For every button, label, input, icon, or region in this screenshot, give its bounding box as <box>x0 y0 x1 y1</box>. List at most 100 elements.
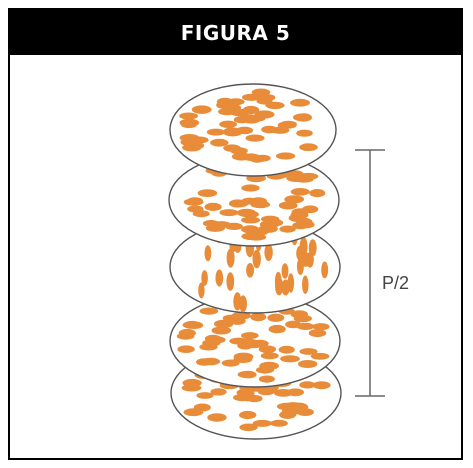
molecule <box>281 280 290 296</box>
molecule <box>297 323 315 330</box>
molecule <box>265 102 284 109</box>
molecule <box>180 119 200 127</box>
molecule <box>309 329 327 337</box>
molecule <box>243 106 260 114</box>
cholesteric-layer-diagram: P/2 <box>10 55 461 458</box>
molecule <box>233 356 252 363</box>
molecular-layers <box>169 84 341 439</box>
molecule <box>190 137 209 144</box>
molecule <box>223 315 240 322</box>
molecule <box>302 276 309 294</box>
molecule <box>184 408 204 416</box>
molecule <box>293 114 311 122</box>
molecule <box>200 308 219 315</box>
molecule <box>311 353 330 360</box>
molecule <box>202 358 221 365</box>
molecule <box>220 209 239 216</box>
molecule <box>259 376 275 383</box>
molecule <box>226 272 234 291</box>
molecule <box>198 189 218 197</box>
molecule <box>313 323 330 330</box>
molecule <box>256 366 274 373</box>
pitch-bracket <box>355 150 385 396</box>
molecule <box>299 381 315 388</box>
molecule <box>177 345 194 353</box>
molecule <box>182 379 201 387</box>
molecule <box>198 282 204 298</box>
molecule <box>282 263 289 278</box>
molecule <box>291 211 309 219</box>
molecule <box>241 217 260 224</box>
molecule <box>253 420 272 427</box>
molecule <box>261 126 277 134</box>
molecule <box>265 219 284 227</box>
molecule <box>250 313 266 321</box>
molecule <box>299 143 318 151</box>
molecule <box>240 371 256 379</box>
molecule <box>239 394 259 401</box>
molecule <box>207 413 226 421</box>
molecule <box>259 345 276 353</box>
diagram-canvas: P/2 <box>10 55 461 458</box>
molecule <box>321 262 328 279</box>
molecule <box>253 250 261 269</box>
molecule <box>279 202 298 210</box>
molecule <box>246 263 254 278</box>
molecule <box>199 344 217 351</box>
molecule <box>306 252 314 268</box>
molecule <box>280 121 297 128</box>
molecule <box>207 129 225 136</box>
molecule <box>242 153 260 161</box>
molecule <box>229 338 248 345</box>
molecule <box>196 392 213 399</box>
molecule <box>270 420 288 427</box>
molecule <box>287 388 304 396</box>
molecule <box>279 346 295 354</box>
figure-frame: FIGURA 5 P/2 <box>8 8 463 460</box>
molecule <box>241 233 261 241</box>
molecule <box>208 336 225 343</box>
molecule <box>290 99 310 107</box>
molecule <box>193 210 210 217</box>
molecule <box>205 245 212 261</box>
molecule <box>236 127 253 135</box>
molecule <box>212 221 230 228</box>
molecule <box>297 408 314 416</box>
molecule <box>298 360 317 368</box>
molecule <box>239 295 247 312</box>
molecule <box>183 321 201 329</box>
molecule <box>219 121 237 128</box>
molecule <box>239 411 256 419</box>
molecule <box>267 314 284 322</box>
molecule <box>291 188 310 196</box>
molecule <box>237 209 256 217</box>
pitch-label: P/2 <box>382 273 409 293</box>
molecule <box>284 402 301 409</box>
molecule <box>215 270 223 287</box>
molecular-layer-5 <box>170 84 336 176</box>
molecule <box>241 184 259 191</box>
molecule <box>205 203 222 211</box>
molecule <box>242 198 258 205</box>
molecule <box>177 333 195 340</box>
molecule <box>246 135 265 142</box>
molecule <box>227 98 245 105</box>
molecule <box>182 144 201 152</box>
molecule <box>261 352 279 359</box>
molecule <box>296 218 312 226</box>
molecule <box>247 115 265 122</box>
molecule <box>296 130 313 137</box>
molecule <box>297 258 304 275</box>
figure-title: FIGURA 5 <box>10 10 461 55</box>
molecule <box>279 226 295 233</box>
molecule <box>276 152 295 159</box>
molecule <box>210 139 228 147</box>
molecule <box>230 147 248 154</box>
molecule <box>280 355 300 362</box>
molecule <box>242 94 261 101</box>
molecule <box>179 113 198 120</box>
molecule <box>184 199 204 206</box>
molecule <box>192 105 212 113</box>
molecule <box>269 325 286 333</box>
molecule <box>241 332 259 339</box>
